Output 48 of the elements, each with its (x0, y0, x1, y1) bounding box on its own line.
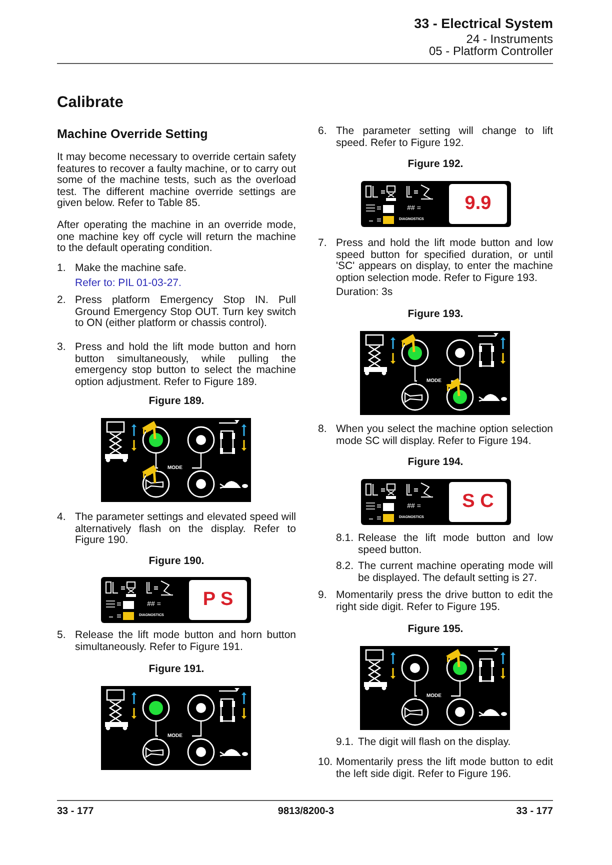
display-readout: P S (202, 589, 234, 611)
step-number: 6. (318, 126, 328, 138)
step-text: The digit will flash on the display. (358, 737, 512, 749)
step-number: 5. (57, 630, 67, 642)
document-number: 9813/8200-3 (276, 806, 336, 818)
figure-caption: Figure 189. (148, 396, 206, 408)
page-number: 33 - 177 (515, 806, 553, 818)
step-number: 10. (318, 757, 334, 769)
step-text: Release the lift mode button and low speed button. (358, 533, 553, 556)
step-text: Press and hold the lift mode button and low speed button for specified duration, or until 'SC' appears on display, to enter the machine option selection mode. Refer to Figure 193. (336, 238, 553, 284)
figure-caption: Figure 195. (406, 624, 464, 636)
step-number: 3. (57, 342, 67, 354)
step-text: The current machine operating mode will be displayed. The default setting is 27. (358, 561, 553, 584)
step-number: 8.2. (336, 561, 355, 573)
step-text: The parameter settings and elevated speed will alternatively flash on the display. Refer to Figure 190. (75, 512, 296, 547)
step-text: Make the machine safe. (75, 263, 188, 275)
step-number: 4. (57, 512, 67, 524)
step-number: 2. (57, 295, 67, 307)
section-heading: 33 - Electrical System (413, 16, 553, 31)
step-number: 9. (318, 590, 328, 602)
step-text: Release the lift mode button and horn button simultaneously. Refer to Figure 191. (75, 630, 296, 654)
step-number: 8.1. (336, 533, 355, 545)
step-text: Press platform Emergency Stop IN. Pull Ground Emergency Stop OUT. Turn key switch to ON (either platform or chassis control). (75, 295, 296, 330)
step-text: Duration: 3s (336, 287, 394, 299)
step-number: 7. (318, 238, 328, 250)
page-title: Calibrate (57, 94, 124, 112)
step-number: 8. (318, 424, 328, 436)
step-text: Momentarily press the drive button to edit the right side digit. Refer to Figure 195. (336, 590, 553, 614)
figure-caption: Figure 190. (148, 556, 206, 568)
step-text: When you select the machine option selection mode SC will display. Refer to Figure 194. (336, 424, 553, 448)
step-text: It may become necessary to override certain safety features to recover a faulty machine, or to carry out some of the machine tests, such as the overload test. The different machine override settings are given below. Refer to Table 85. (57, 152, 296, 210)
step-text: After operating the machine in an override mode, one machine key off cycle will return the machine to the default operating condition. (57, 220, 296, 255)
figure-caption: Figure 191. (148, 664, 206, 676)
step-number: 9.1. (336, 737, 355, 749)
figure-caption: Figure 192. (406, 159, 464, 171)
subsection-heading: 24 - Instruments (465, 33, 553, 46)
page-number: 33 - 177 (57, 806, 95, 818)
step-number: 1. (57, 263, 67, 275)
step-text: Press and hold the lift mode button and horn button simultaneously, while pulling the emergency stop button to select the machine option adjustment. Refer to Figure 189. (75, 342, 296, 388)
display-readout: 9.9 (464, 193, 492, 215)
figure-caption: Figure 193. (406, 309, 464, 321)
step-text: The parameter setting will change to lift speed. Refer to Figure 192. (336, 126, 553, 150)
reference-link: Refer to: PIL 01-03-27. (75, 278, 182, 290)
section-title: Machine Override Setting (57, 127, 209, 142)
subsection-heading: 05 - Platform Controller (428, 45, 553, 58)
display-readout: S C (461, 491, 495, 513)
step-text: Momentarily press the lift mode button to edit the left side digit. Refer to Figure 196. (336, 757, 553, 780)
figure-caption: Figure 194. (406, 457, 464, 469)
